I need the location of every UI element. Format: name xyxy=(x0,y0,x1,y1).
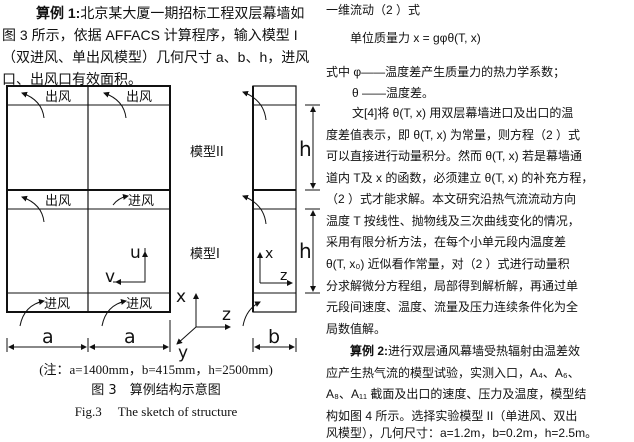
dimension-a-label: a xyxy=(42,326,54,348)
paragraph-line: 可以直接进行动量积分。然而 θ(T, x) 若是幕墙通 xyxy=(326,149,583,163)
paragraph-line: （双进风、单出风模型）几何尺寸 a、b、h，进风 xyxy=(2,49,310,65)
paragraph-line: 元段间速度、温度、流量及压力连续条件化为全 xyxy=(326,300,579,314)
figure-caption-cn: 图 3 算例结构示意图 xyxy=(91,383,221,398)
paragraph-line: 采用有限分析方法，在每个小单元段内温度差 xyxy=(326,235,567,249)
paragraph-line: 算例 1:北京某大厦一期招标工程双层幕墙如 xyxy=(36,4,304,22)
axis-z-label: z xyxy=(222,305,231,325)
paragraph-line: 构如图 4 所示。选择实验模型 II（单进风、双出 xyxy=(326,409,578,423)
paragraph-line: 图 3 所示，依据 AFFACS 计算程序，输入模型 I xyxy=(2,27,298,43)
figure-caption-en: Fig.3 The sketch of structure xyxy=(74,404,238,419)
axis-x-label: x xyxy=(265,246,273,262)
outlet-label: 出风 xyxy=(126,90,152,105)
axis-x-label: x xyxy=(176,287,186,307)
paragraph-line: 应产生热气流的模型试验，实测入口，A₄、A₆、 xyxy=(326,366,580,380)
side-wall-outline xyxy=(252,85,297,313)
axis-v-label: v xyxy=(105,267,115,287)
paragraph-line: 道内 T及 x 的函数，必须建立 θ(T, x) 的补充方程， xyxy=(326,171,594,185)
paragraph-line: 温度 T 按线性、抛物线及三次曲线变化的情况， xyxy=(326,214,580,228)
paragraph-line: 式中 φ——温度差产生质量力的热力学系数； xyxy=(326,65,566,79)
text: 进行双层通风幕墙受热辐射由温差效 xyxy=(388,344,581,358)
inlet-label: 进风 xyxy=(126,297,152,312)
model1-label: 模型I xyxy=(190,247,220,262)
example2-label: 算例 2: xyxy=(350,344,389,358)
paragraph-line: 分求解微分方程组，局部得到解析解，再通过单 xyxy=(326,279,579,293)
paragraph-line: 文[4]将 θ(T, x) 用双层幕墙进口及出口的温 xyxy=(352,106,574,120)
text: 北京某大厦一期招标工程双层幕墙如 xyxy=(80,5,305,21)
paragraph-line: 局数值解。 xyxy=(326,322,387,336)
inlet-label: 进风 xyxy=(44,297,70,312)
axis-u-label: u xyxy=(130,243,141,263)
equation: 单位质量力 x = gφθ(T, x) xyxy=(350,31,481,45)
model2-label: 模型II xyxy=(190,145,224,160)
dimension-a-label: a xyxy=(124,326,136,348)
axis-y-label: y xyxy=(178,343,188,363)
paragraph-line: 算例 2:进行双层通风幕墙受热辐射由温差效 xyxy=(350,343,580,360)
dimension-b-label: b xyxy=(268,326,280,348)
paragraph-line: 口、出风口有效面积。 xyxy=(2,71,142,87)
example1-label: 算例 1: xyxy=(36,5,81,21)
dimension-h-label: h xyxy=(299,137,312,161)
figure-note: (注：a=1400mm，b=415mm，h=2500mm) xyxy=(39,362,273,377)
paragraph-line: 风模型），几何尺寸：a=1.2m，b=0.2m，h=2.5m。 xyxy=(326,426,598,440)
dimension-h-label: h xyxy=(299,239,312,263)
inlet-label: 进风 xyxy=(128,194,154,209)
outlet-label: 出风 xyxy=(45,90,71,105)
paragraph-line: 一维流动（2 ）式 xyxy=(326,3,421,17)
paragraph-line: A₈、A₁₁ 截面及出口的速度、压力及温度，模型结 xyxy=(326,387,587,401)
paragraph-line: θ ——温度差。 xyxy=(352,86,435,100)
outlet-label: 出风 xyxy=(45,194,71,209)
paragraph-line: 度差值表示，即 θ(T, x) 为常量，则方程（2 ）式 xyxy=(326,128,581,142)
paragraph-line: θ(T, x₀) 近似看作常量，对（2 ）式进行动量积 xyxy=(326,257,570,271)
paragraph-line: （2 ）式才能求解。本文研究沿热气流流动方向 xyxy=(326,192,577,206)
axis-z-label: z xyxy=(280,268,287,284)
